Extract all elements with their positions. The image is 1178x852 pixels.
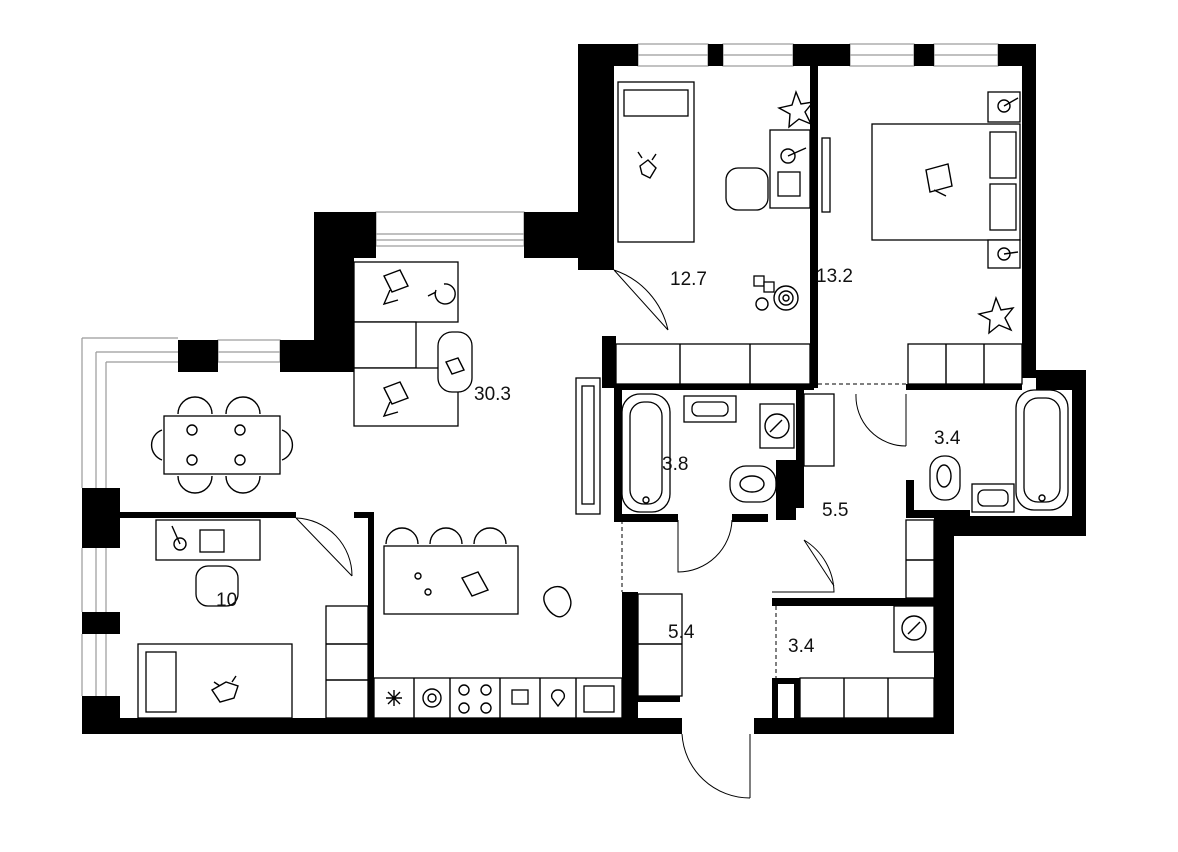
desk-chair-2: [195, 565, 239, 607]
storage-area-label: 3.4: [788, 636, 815, 657]
hallway-wardrobe: [637, 593, 683, 697]
bedroom-1-area-label: 12.7: [670, 269, 707, 290]
corridor-area-label: 5.5: [822, 500, 848, 521]
wardrobe: [821, 137, 831, 213]
bedroom-2-area-label: 13.2: [816, 266, 853, 287]
desk-chair: [725, 167, 769, 211]
wardrobe-3: [325, 605, 369, 719]
wardrobe-row: [615, 343, 811, 385]
doors: [295, 269, 907, 799]
bedroom-3-area-label: 10: [216, 590, 237, 611]
toilet: [729, 465, 777, 503]
corridor-wardrobe-2: [905, 519, 935, 599]
sofa: [353, 261, 459, 323]
living-area-label: 30.3: [474, 384, 511, 405]
wardrobe-row-2: [907, 343, 1023, 385]
kitchen-island: [383, 545, 519, 615]
walls: [82, 44, 1086, 734]
boiler: [893, 605, 935, 653]
bathroom-1-area-label: 3.8: [662, 454, 688, 475]
kitchen-counter: [373, 677, 623, 719]
coffee-table: [437, 331, 473, 393]
hallway-area-label: 5.4: [668, 622, 695, 643]
dining-table: [163, 415, 281, 475]
toilet-2: [929, 455, 961, 501]
storage-shelf: [799, 677, 935, 719]
corridor-wardrobe: [803, 393, 835, 467]
bathroom-2-area-label: 3.4: [934, 428, 961, 449]
nightstand: [987, 91, 1021, 123]
room-labels: 30.3 12.7 13.2 10 3.8 3.4 5.5 5.4 3.4: [216, 266, 961, 657]
furniture: [137, 81, 1069, 719]
